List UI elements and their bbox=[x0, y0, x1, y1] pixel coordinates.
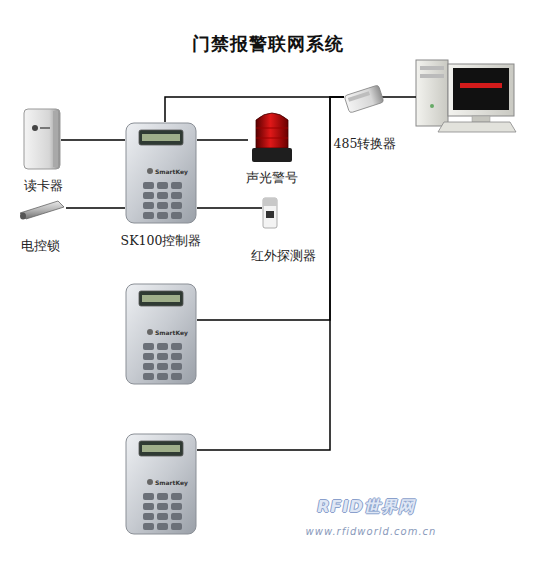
card-reader: 读卡器 bbox=[23, 108, 61, 170]
device-label: 红外探测器 bbox=[243, 248, 323, 265]
device-label: 电控锁 bbox=[10, 238, 70, 255]
pc-tower bbox=[416, 60, 448, 126]
device-label: 声光警号 bbox=[231, 170, 313, 187]
brand-logo: SmartKey bbox=[155, 168, 195, 175]
device-label: 485转换器 bbox=[320, 136, 410, 153]
rs485-converter-illustration bbox=[344, 82, 384, 116]
electric-lock: 电控锁 bbox=[18, 198, 66, 220]
alarm-light: 声光警号 bbox=[248, 106, 296, 164]
controller: SmartKey bbox=[125, 433, 197, 535]
ir-detector: 红外探测器 bbox=[262, 197, 278, 229]
signal-wire bbox=[197, 139, 248, 141]
pc-keyboard bbox=[438, 122, 516, 132]
rs485-wire bbox=[382, 96, 416, 98]
controller: SmartKey bbox=[125, 283, 197, 385]
signal-wire bbox=[61, 139, 125, 141]
controller-body bbox=[126, 434, 196, 534]
watermark: RFID世界网 bbox=[296, 497, 436, 518]
watermark-url: www.rfidworld.com.cn bbox=[286, 526, 456, 537]
card-reader-illustration bbox=[23, 108, 61, 170]
ir-detector-illustration bbox=[262, 197, 278, 229]
device-label: 读卡器 bbox=[13, 178, 73, 195]
signal-wire bbox=[197, 207, 262, 209]
controller: SmartKeySK100控制器 bbox=[125, 122, 197, 224]
rs485-converter: 485转换器 bbox=[344, 82, 384, 116]
device-label: SK100控制器 bbox=[105, 233, 217, 250]
controller-body bbox=[126, 284, 196, 384]
converter-body bbox=[344, 85, 384, 113]
ir-detector-body bbox=[263, 198, 277, 228]
brand-logo: SmartKey bbox=[155, 329, 195, 336]
pc-monitor bbox=[448, 64, 514, 122]
electric-lock-illustration bbox=[18, 198, 66, 220]
controller-body bbox=[126, 123, 196, 223]
computer-illustration bbox=[410, 56, 520, 136]
signal-wire bbox=[197, 97, 344, 320]
signal-wire bbox=[197, 97, 344, 450]
card-reader-body bbox=[24, 109, 60, 169]
brand-logo: SmartKey bbox=[155, 479, 195, 486]
alarm-body bbox=[252, 113, 292, 162]
diagram-title: 门禁报警联网系统 bbox=[0, 32, 535, 56]
signal-wire bbox=[165, 97, 344, 122]
signal-wire bbox=[66, 207, 125, 209]
lock-body bbox=[20, 201, 64, 220]
alarm-light-illustration bbox=[248, 106, 296, 164]
